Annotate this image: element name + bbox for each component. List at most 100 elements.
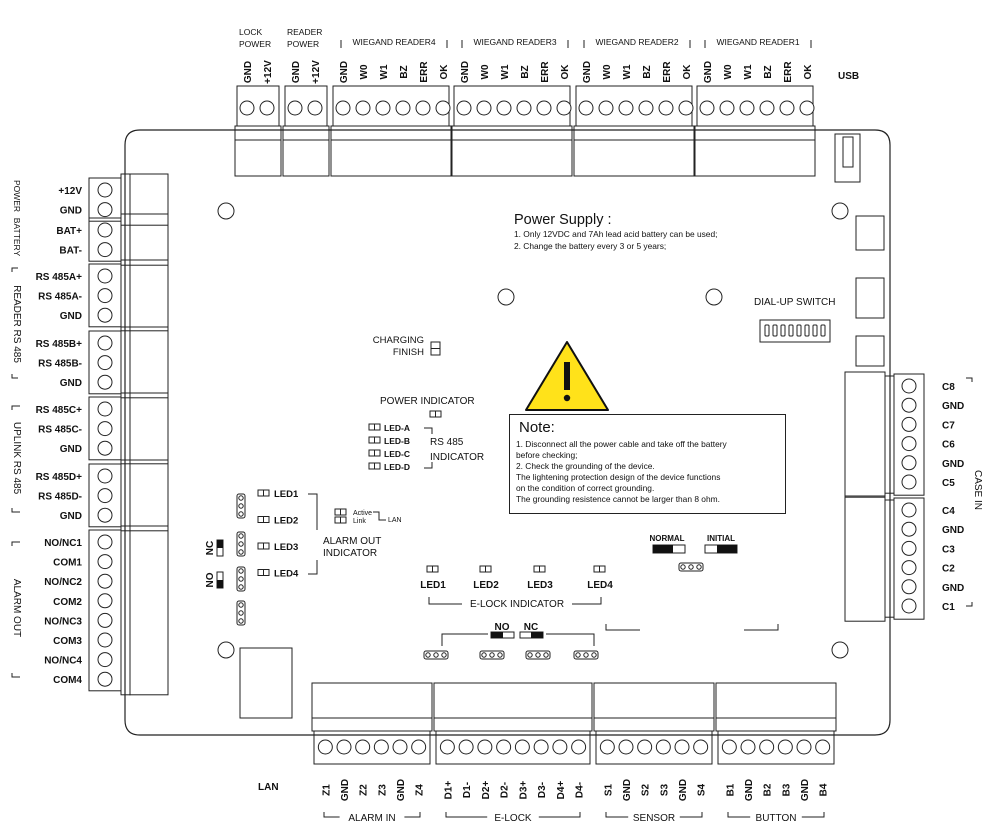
jumper-pin: [583, 652, 589, 658]
terminal-screw: [97, 222, 113, 238]
side-label-alarm-out: ALARM OUT: [11, 579, 22, 637]
dip-switch-key: [772, 324, 778, 337]
lan-bracket: [373, 511, 386, 521]
bottom-pin-label: D3-: [537, 782, 548, 798]
top-terminal-block: [696, 85, 814, 127]
note-title: Note:: [519, 419, 555, 436]
bottom-group-label: ALARM IN: [348, 813, 395, 824]
note-line: 2. Check the grounding of the device.: [516, 461, 655, 471]
terminal-screw: [97, 468, 113, 484]
terminal-screw: [496, 100, 512, 116]
terminal-screw: [97, 401, 113, 417]
jumper-pin: [238, 503, 244, 509]
power-supply-line: 2. Change the battery every 3 or 5 years…: [514, 240, 667, 251]
bottom-pin-label: D4+: [556, 781, 567, 800]
left-pin-label: NO/NC3: [44, 616, 82, 627]
left-terminal-housing: [129, 326, 169, 399]
alarm-out-led-label: LED4: [274, 569, 299, 580]
terminal-screw: [97, 268, 113, 284]
left-terminal-housing: [129, 525, 169, 696]
terminal-screw: [901, 579, 917, 595]
side-label-uplink-rs485: UPLINK RS 485: [11, 422, 22, 495]
terminal-screw: [693, 739, 709, 755]
terminal-screw: [336, 739, 352, 755]
usb-connector-slot: [842, 136, 854, 168]
terminal-screw: [901, 502, 917, 518]
board-bracket: [605, 624, 779, 631]
terminal-screw: [477, 739, 493, 755]
terminal-screw: [97, 671, 113, 687]
terminal-screw: [759, 100, 775, 116]
header-bracket: [340, 40, 448, 48]
rs485-indicator-label: INDICATOR: [430, 452, 484, 463]
left-pin-label: NO/NC4: [44, 656, 82, 667]
mounting-hole: [831, 202, 849, 220]
top-terminal-housing: [330, 125, 452, 177]
top-pin-label: W0: [602, 64, 613, 79]
lan-port: [239, 647, 293, 719]
bottom-pin-label: Z1: [321, 784, 332, 796]
left-pin-label: BAT-: [59, 246, 82, 257]
terminal-screw: [97, 632, 113, 648]
left-pin-label: GND: [60, 206, 82, 217]
terminal-screw: [901, 474, 917, 490]
bottom-pin-label: D3+: [518, 781, 529, 800]
top-pin-label: GND: [582, 61, 593, 83]
initial-switch-fill: [717, 545, 737, 553]
rs485-led-label: LED-C: [384, 449, 410, 459]
bottom-pin-label: D2+: [481, 781, 492, 800]
jumper-pin: [591, 652, 597, 658]
bottom-pin-label: Z3: [377, 784, 388, 796]
right-pin-label: GND: [942, 525, 964, 536]
right-pin-label: GND: [942, 583, 964, 594]
bottom-group-label: BUTTON: [756, 813, 797, 824]
usb-port: [834, 133, 861, 183]
left-pin-label: RS 485A-: [38, 292, 82, 303]
right-pin-label: C7: [942, 420, 955, 431]
terminal-screw: [658, 100, 674, 116]
dial-up-switch: [759, 319, 831, 343]
left-pin-label: RS 485C-: [38, 425, 82, 436]
bottom-pin-label: S3: [659, 783, 670, 796]
left-pin-label: GND: [60, 511, 82, 522]
top-pin-label: BZ: [399, 65, 410, 78]
note-box: Note: 1. Disconnect all the power cable …: [509, 414, 786, 514]
terminal-screw: [335, 100, 351, 116]
nc-label: NC: [205, 541, 216, 555]
bottom-pin-label: B4: [819, 783, 830, 796]
mounting-hole: [497, 288, 515, 306]
jumper-pin: [543, 652, 549, 658]
terminal-screw: [901, 416, 917, 432]
dip-switch-key: [788, 324, 794, 337]
terminal-screw: [395, 100, 411, 116]
terminal-screw: [759, 739, 775, 755]
top-pin-label: GND: [460, 61, 471, 83]
left-pin-label: COM1: [53, 558, 82, 569]
dial-up-switch-label: DIAL-UP SWITCH: [754, 297, 836, 308]
left-pin-label: RS 485B-: [38, 359, 82, 370]
top-terminal-housing: [451, 125, 573, 177]
left-pin-label: GND: [60, 311, 82, 322]
terminal-screw: [740, 739, 756, 755]
note-line: before checking;: [516, 450, 578, 460]
elock-no-fill: [491, 632, 503, 638]
terminal-screw: [411, 739, 427, 755]
right-pin-label: GND: [942, 459, 964, 470]
connector-group-label: WIEGAND READER1: [716, 37, 799, 47]
top-pin-label: GND: [339, 61, 350, 83]
left-terminal-housing: [129, 173, 169, 226]
top-pin-label: W1: [500, 64, 511, 79]
terminal-screw: [373, 739, 389, 755]
bottom-group-label: E-LOCK: [494, 813, 532, 824]
terminal-screw: [516, 100, 532, 116]
alarm-jumper-header: [236, 566, 246, 592]
terminal-screw: [317, 739, 333, 755]
top-terminal-block: [453, 85, 571, 127]
rs485-indicator-label: RS 485: [430, 437, 464, 448]
board-component: [855, 277, 885, 319]
top-pin-label: ERR: [783, 61, 794, 83]
terminal-screw: [97, 612, 113, 628]
terminal-screw: [415, 100, 431, 116]
top-pin-label: OK: [439, 64, 450, 80]
